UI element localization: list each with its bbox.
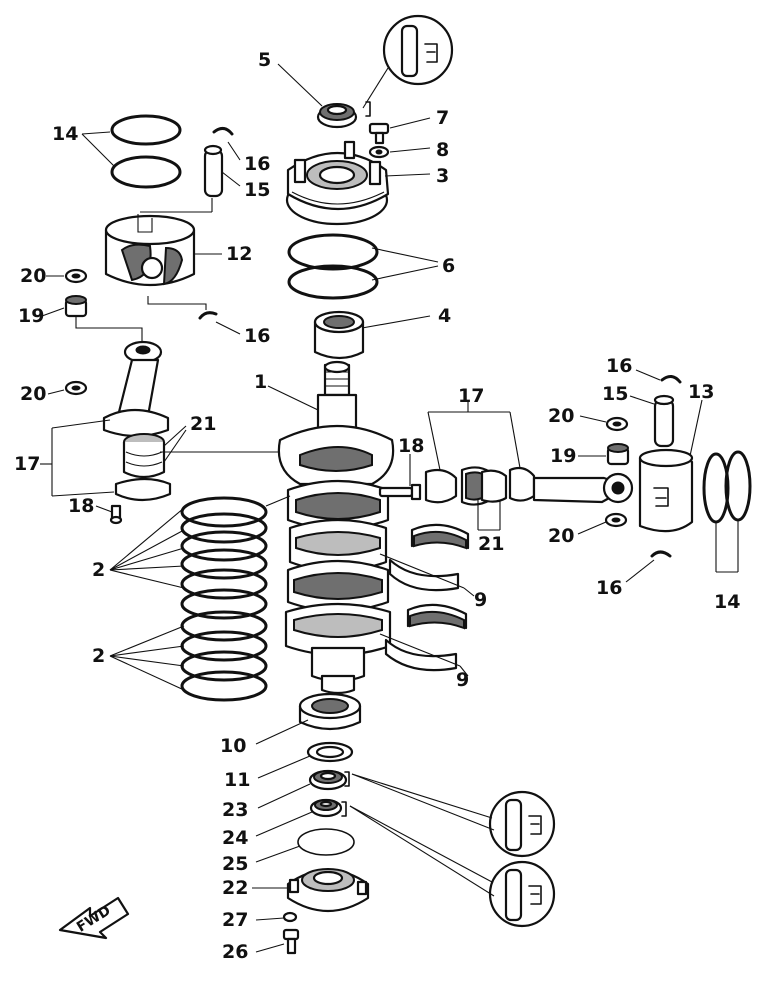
label-3: 3	[436, 165, 449, 187]
piston-pin-clip-16-bottom-right	[650, 550, 672, 558]
label-19-left: 19	[18, 305, 44, 327]
callout-labels: 5 7 8 3 6 4 1 14 16 15 12 16 20 19 20 21…	[14, 49, 740, 963]
crank-bearing-21-right	[460, 466, 508, 506]
upper-bearing-housing-3	[285, 140, 390, 226]
connecting-rod-17-right	[508, 466, 634, 504]
label-1: 1	[254, 371, 267, 393]
label-13: 13	[688, 381, 714, 403]
washer-20-upper-right	[605, 416, 629, 432]
label-4: 4	[438, 305, 451, 327]
piston-pin-15-left	[203, 144, 224, 198]
connecting-rod-17-left	[102, 340, 170, 438]
grease-callout-bottom-1	[344, 771, 556, 858]
label-21-right: 21	[478, 533, 504, 555]
label-15-left: 15	[244, 179, 270, 201]
washer-20-lower-right	[604, 512, 628, 528]
piston-pin-clip-16-bottom-left	[147, 296, 218, 320]
washer-20-upper-left	[64, 268, 88, 284]
label-11: 11	[224, 769, 250, 791]
oil-seal-24	[309, 798, 343, 818]
oil-seal-5	[316, 103, 358, 129]
washer-27	[282, 911, 298, 923]
crankshaft-1	[277, 360, 395, 695]
screw-7	[368, 122, 390, 145]
label-20-lower-right: 20	[548, 525, 574, 547]
label-2-lower: 2	[92, 645, 105, 667]
label-26: 26	[222, 941, 248, 963]
label-5: 5	[258, 49, 271, 71]
washer-20-lower-left	[64, 380, 88, 396]
grease-callout-bottom-2	[341, 801, 556, 928]
washer-11	[306, 741, 354, 763]
screw-26	[282, 928, 300, 955]
piston-13	[638, 399, 703, 533]
rod-bolt-18-right	[378, 483, 422, 501]
label-19-right: 19	[550, 445, 576, 467]
rod-cap-right	[424, 468, 458, 504]
label-14-right: 14	[714, 591, 740, 613]
crank-bearing-21-left	[122, 433, 166, 479]
label-27: 27	[222, 909, 248, 931]
label-21-left: 21	[190, 413, 216, 435]
label-8: 8	[436, 139, 449, 161]
leader-lines	[40, 63, 739, 953]
label-18-left: 18	[68, 495, 94, 517]
label-2-upper: 2	[92, 559, 105, 581]
piston-rings-14-left	[110, 114, 182, 189]
label-17-left: 17	[14, 453, 40, 475]
label-20-lower-left: 20	[20, 383, 46, 405]
label-10: 10	[220, 735, 246, 757]
label-9-upper: 9	[474, 589, 487, 611]
lower-bearing-housing-22	[286, 868, 370, 913]
label-6: 6	[442, 255, 455, 277]
label-17-right: 17	[458, 385, 484, 407]
piston-pin-clip-16-top-right	[660, 375, 682, 384]
label-16-top-left: 16	[244, 153, 270, 175]
label-23: 23	[222, 799, 248, 821]
main-bearing-9-lower	[384, 603, 468, 672]
label-20-upper-left: 20	[20, 265, 46, 287]
piston-pin-clip-16-top-left	[212, 127, 234, 136]
washer-8	[368, 145, 390, 159]
piston-rings-14-right	[702, 450, 752, 524]
gasket-25	[297, 828, 355, 856]
needle-bearing-19-right	[606, 443, 630, 466]
label-22: 22	[222, 877, 248, 899]
grease-callout-top	[362, 14, 454, 117]
fwd-arrow: FWD	[58, 896, 130, 940]
label-7: 7	[436, 107, 449, 129]
oil-seal-23	[308, 769, 348, 791]
ball-bearing-10	[298, 692, 362, 731]
rod-cap-left	[109, 477, 172, 525]
label-16-top-right: 16	[606, 355, 632, 377]
needle-bearing-4	[313, 310, 365, 360]
label-25: 25	[222, 853, 248, 875]
piston-12	[104, 198, 213, 287]
piston-rings-2	[180, 495, 291, 702]
label-24: 24	[222, 827, 248, 849]
label-15-right: 15	[602, 383, 628, 405]
label-9-lower: 9	[456, 669, 469, 691]
piston-pin-15-right	[653, 394, 675, 448]
o-rings-6	[287, 233, 379, 300]
label-20-upper-right: 20	[548, 405, 574, 427]
label-16-bottom-left: 16	[244, 325, 270, 347]
label-14-left: 14	[52, 123, 78, 145]
label-16-bottom-right: 16	[596, 577, 622, 599]
label-12: 12	[226, 243, 252, 265]
main-bearing-9-upper	[388, 523, 470, 592]
needle-bearing-19-left	[64, 295, 143, 346]
label-18-right: 18	[398, 435, 424, 457]
